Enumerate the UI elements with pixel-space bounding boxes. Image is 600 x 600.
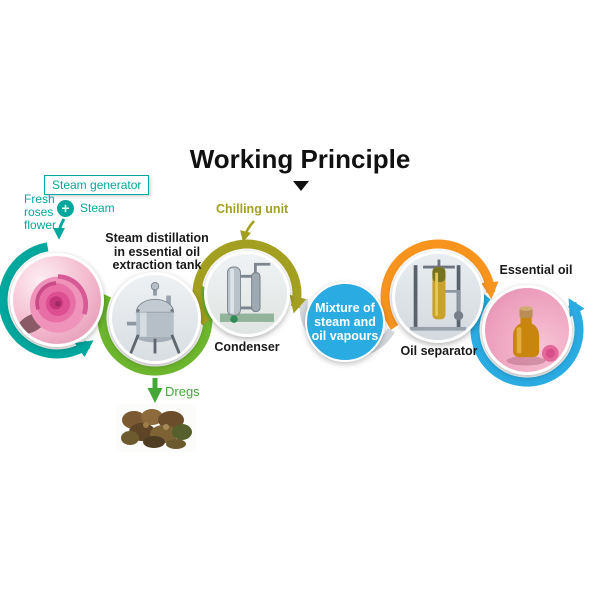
oil-bottle-illustration <box>506 306 559 366</box>
condenser-label: Condenser <box>214 340 280 354</box>
rose-illustration <box>17 274 89 334</box>
oil-separator-illustration <box>409 259 467 331</box>
dregs-photo <box>116 404 196 452</box>
oil-separator-photo <box>392 251 484 343</box>
extraction-tank-label: Steam distillation in essential oil extr… <box>105 231 209 272</box>
chilling-unit-arrow <box>240 220 255 243</box>
extraction-tank-photo <box>109 272 201 364</box>
chilling-unit-label: Chilling unit <box>216 202 289 216</box>
dregs-illustration <box>121 409 192 449</box>
steam-label: Steam <box>80 201 115 215</box>
extraction-tank-illustration <box>126 282 181 355</box>
steam-generator-label: Steam generator <box>44 175 150 195</box>
fresh-roses-label: Fresh roses flower <box>24 192 57 232</box>
essential-oil-label: Essential oil <box>499 263 573 277</box>
plus-icon: + <box>57 200 74 217</box>
condenser-photo <box>204 251 290 337</box>
oil-separator-label: Oil separator <box>400 344 478 358</box>
title-pointer-icon <box>293 181 309 191</box>
page-title: Working Principle <box>189 144 411 174</box>
fresh-roses-photo <box>10 253 104 347</box>
condenser-illustration <box>220 262 274 323</box>
mixture-bubble: Mixture of steam and oil vapours <box>305 282 385 362</box>
essential-oil-bottle-photo <box>482 285 572 375</box>
steam-input-arrow <box>53 218 66 240</box>
dregs-label: Dregs <box>165 384 200 399</box>
